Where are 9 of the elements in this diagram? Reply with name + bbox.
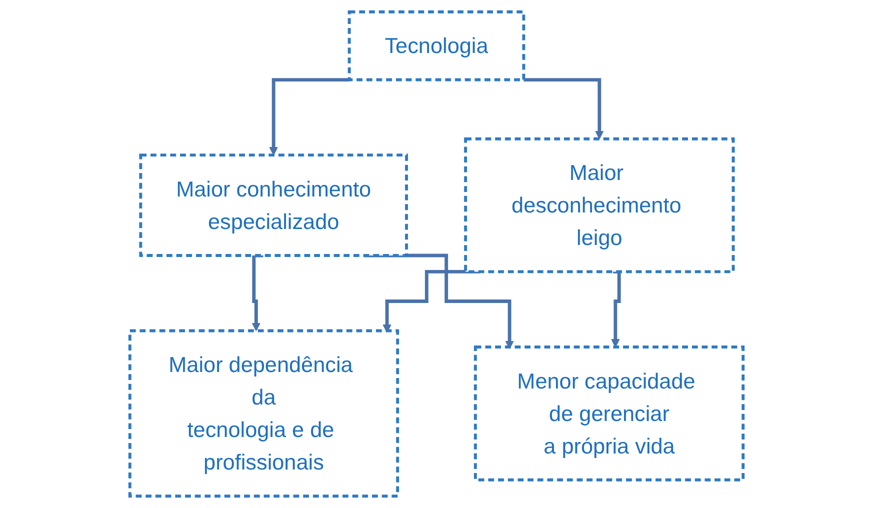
node-box [348,10,526,82]
flowchart: Tecnologia Maior conhecimento especializado Maior desconhecimento leigo Maior dependência da tecnologia e de profissionais Menor capacidade de gerenciar a própria vida [122,4,751,504]
node-box [464,137,735,274]
node-box [139,154,408,257]
node-box [474,346,745,482]
arrow [611,270,621,348]
node-box [128,329,400,498]
arrow [269,78,350,156]
arrow [524,78,604,140]
